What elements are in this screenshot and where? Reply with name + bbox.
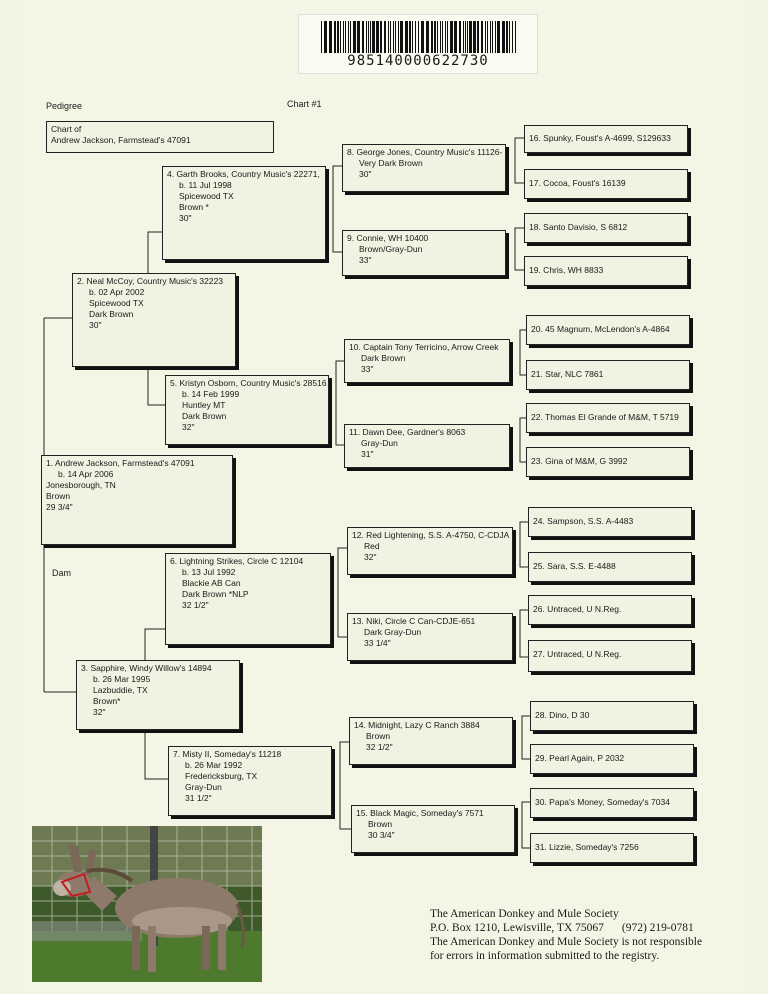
animal-5-box: 5. Kristyn Osborn, Country Music's 28516… [165,375,329,445]
barcode-number: 985140000622730 [347,53,489,69]
disclaimer-line-1: The American Donkey and Mule Society is … [430,936,703,948]
animal-26-box: 26. Untraced, U N.Reg. [528,595,692,625]
animal-16-box: 16. Spunky, Foust's A-4699, S129633 [524,125,688,153]
chart-number-label: Chart #1 [287,99,322,109]
animal-1-box: 1. Andrew Jackson, Farmstead's 47091 b. … [41,455,233,545]
donkey-photo [32,826,262,982]
address-line: P.O. Box 1210, Lewisville, TX 75067(972)… [430,922,694,934]
animal-28-box: 28. Dino, D 30 [530,701,694,731]
org-name: The American Donkey and Mule Society [430,908,619,920]
animal-21-box: 21. Star, NLC 7861 [526,360,690,390]
barcode-sticker: 985140000622730 [298,14,538,74]
animal-22-box: 22. Thomas El Grande of M&M, T 5719 [526,403,690,433]
animal-19-box: 19. Chris, WH 8833 [524,256,688,286]
animal-24-box: 24. Sampson, S.S. A-4483 [528,507,692,537]
animal-6-box: 6. Lightning Strikes, Circle C 12104 b. … [165,553,331,645]
animal-14-box: 14. Midnight, Lazy C Ranch 3884 Brown 32… [349,717,513,765]
disclaimer-line-2: for errors in information submitted to t… [430,950,660,962]
animal-27-box: 27. Untraced, U N.Reg. [528,640,692,672]
animal-12-box: 12. Red Lightening, S.S. A-4750, C-CDJA … [347,527,513,575]
animal-7-box: 7. Misty II, Someday's 11218 b. 26 Mar 1… [168,746,332,816]
animal-25-box: 25. Sara, S.S. E-4488 [528,552,692,582]
animal-9-box: 9. Connie, WH 10400 Brown/Gray-Dun 33" [342,230,506,276]
animal-20-box: 20. 45 Magnum, McLendon's A-4864 [526,315,690,345]
animal-15-box: 15. Black Magic, Someday's 7571 Brown 30… [351,805,515,853]
barcode-icon [321,21,516,53]
animal-17-box: 17. Cocoa, Foust's 16139 [524,169,688,199]
animal-13-box: 13. Niki, Circle C Can-CDJE-651 Dark Gra… [347,613,513,661]
chart-of-box: Chart of Andrew Jackson, Farmstead's 470… [46,121,274,153]
pedigree-label: Pedigree [46,101,83,111]
animal-3-box: 3. Sapphire, Windy Willow's 14894 b. 26 … [76,660,240,730]
animal-23-box: 23. Gina of M&M, G 3992 [526,447,690,477]
animal-11-box: 11. Dawn Dee, Gardner's 8063 Gray-Dun 31… [344,424,510,468]
animal-29-box: 29. Pearl Again, P 2032 [530,744,694,774]
dam-label: Dam [52,568,72,578]
animal-2-box: 2. Neal McCoy, Country Music's 32223 b. … [72,273,236,367]
animal-10-box: 10. Captain Tony Terricino, Arrow Creek … [344,339,510,383]
animal-8-box: 8. George Jones, Country Music's 11126- … [342,144,506,192]
animal-18-box: 18. Santo Davisio, S 6812 [524,213,688,243]
registry-footer: The American Donkey and Mule Society P.O… [430,907,750,963]
animal-31-box: 31. Lizzie, Someday's 7256 [530,833,694,863]
animal-30-box: 30. Papa's Money, Someday's 7034 [530,788,694,818]
animal-4-box: 4. Garth Brooks, Country Music's 22271, … [162,166,326,260]
